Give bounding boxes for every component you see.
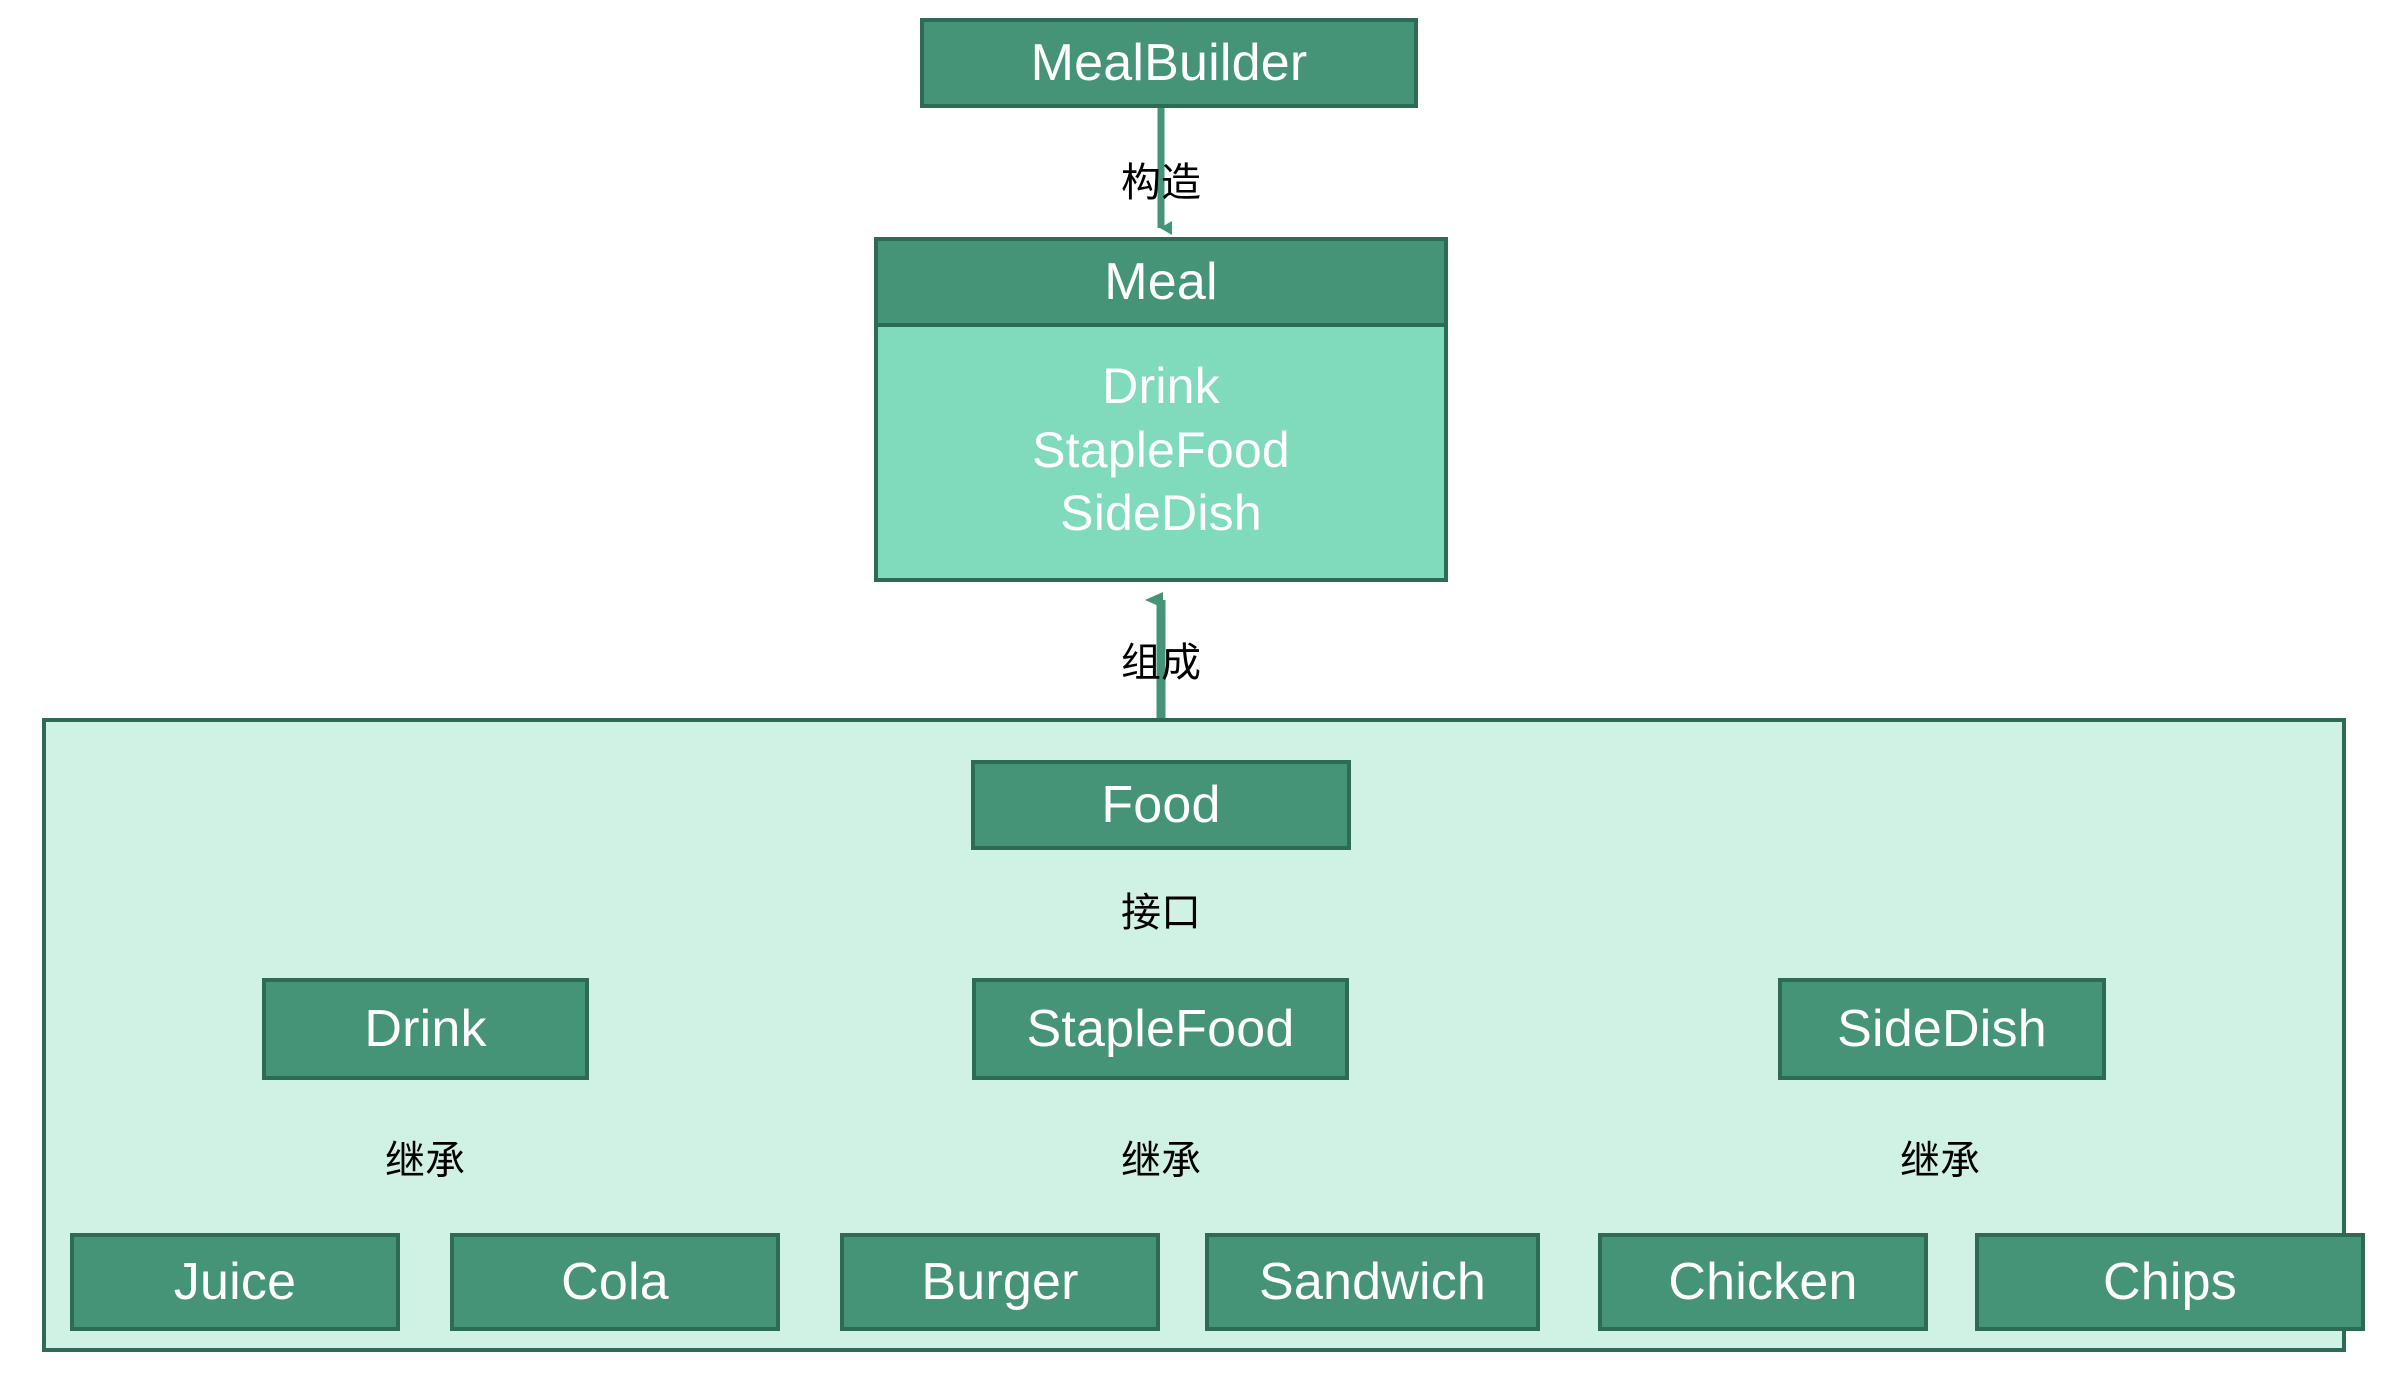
node-meal-attribute: StapleFood [1032,421,1290,478]
edge-label-build: 构造 [1121,160,1201,206]
node-meal[interactable]: Meal Drink StapleFood SideDish [874,237,1448,582]
node-interface-sidedish[interactable]: SideDish [1778,978,2106,1080]
node-impl-burger-label: Burger [921,1252,1079,1311]
node-meal-label: Meal [1104,252,1218,311]
node-meal-attributes: Drink StapleFood SideDish [874,327,1448,582]
node-meal-attribute: SideDish [1060,485,1262,542]
node-impl-chips[interactable]: Chips [1975,1233,2365,1331]
node-meal-attribute: Drink [1102,358,1220,415]
node-interface-staplefood[interactable]: StapleFood [972,978,1349,1080]
node-impl-juice-label: Juice [173,1252,297,1311]
node-mealbuilder-label: MealBuilder [1030,33,1308,92]
edge-label-inherit-staplefood: 继承 [1121,1138,1201,1184]
edge-label-inherit-drink: 继承 [385,1138,465,1184]
node-impl-cola[interactable]: Cola [450,1233,780,1331]
node-impl-chicken[interactable]: Chicken [1598,1233,1928,1331]
node-meal-header: Meal [874,237,1448,327]
edge-label-inherit-sidedish: 继承 [1900,1138,1980,1184]
node-impl-juice[interactable]: Juice [70,1233,400,1331]
node-interface-staplefood-label: StapleFood [1026,999,1295,1058]
edge-label-interface: 接口 [1121,890,1201,936]
node-impl-cola-label: Cola [561,1252,669,1311]
node-impl-sandwich[interactable]: Sandwich [1205,1233,1540,1331]
edge-label-compose: 组成 [1121,640,1201,686]
node-food-label: Food [1101,775,1221,834]
node-food[interactable]: Food [971,760,1351,850]
node-impl-sandwich-label: Sandwich [1258,1252,1487,1311]
node-interface-drink[interactable]: Drink [262,978,589,1080]
node-impl-burger[interactable]: Burger [840,1233,1160,1331]
node-interface-sidedish-label: SideDish [1837,999,2047,1058]
node-impl-chips-label: Chips [2103,1252,2237,1311]
node-interface-drink-label: Drink [364,999,487,1058]
node-mealbuilder[interactable]: MealBuilder [920,18,1418,108]
node-impl-chicken-label: Chicken [1668,1252,1858,1311]
